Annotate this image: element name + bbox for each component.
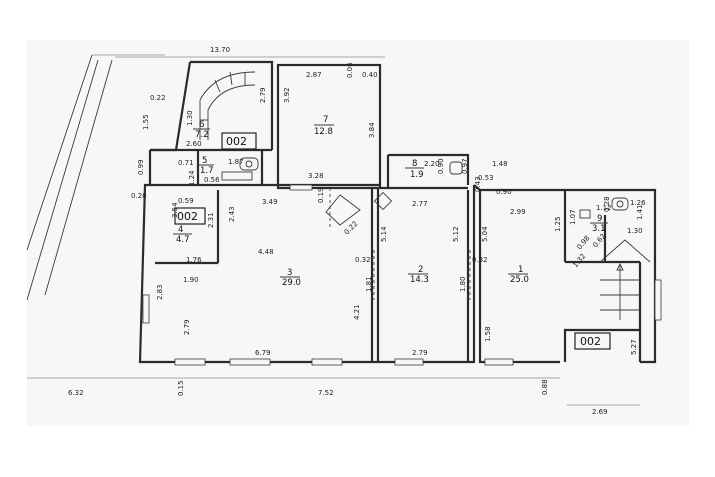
room-area: 14.3	[410, 275, 429, 285]
left-boundary-lines	[26, 54, 165, 301]
dim-label: 1.41	[636, 204, 644, 220]
dim-label: 1.24	[188, 170, 196, 186]
dim-label: 0.43	[474, 176, 482, 192]
dim-bottom-left: 6.32	[68, 389, 84, 397]
dim-label: 5.12	[452, 226, 460, 242]
dim-label: 1.48	[492, 160, 508, 168]
outer-walls	[138, 60, 657, 364]
dim-label: 0.19	[317, 187, 325, 203]
dim-label: 5.27	[630, 339, 638, 355]
room-area: 25.0	[510, 275, 529, 285]
windows	[142, 184, 662, 366]
dim-label: 0.22	[150, 94, 166, 102]
room-area: 7.2	[195, 130, 209, 140]
room-number: 9	[597, 214, 602, 224]
room-area: 4.7	[176, 235, 190, 245]
dim-label: 0.40	[362, 71, 378, 79]
openings	[329, 188, 471, 300]
dim-label: 0.59	[178, 197, 194, 205]
dim-label: 1.58	[484, 326, 492, 342]
dim-label: 0.20	[131, 192, 147, 200]
dim-label: 2.60	[186, 140, 202, 148]
code-label: 002	[177, 210, 198, 223]
dim-label: 2.20	[424, 160, 440, 168]
dim-bottom-small: 0.15	[177, 380, 185, 396]
dim-label: 1.87	[228, 158, 244, 166]
dim-bottom-overall: 7.52	[318, 389, 334, 397]
dim-label: 1.55	[142, 114, 150, 130]
dim-label: 0.06	[346, 62, 354, 78]
room-area: 1.7	[200, 166, 214, 176]
dim-label: 1.12	[596, 204, 612, 212]
dim-label: 1.81	[365, 276, 373, 292]
dim-label: 0.90	[437, 158, 445, 174]
dim-label: 4.21	[353, 304, 361, 320]
dim-label: 0.32	[472, 256, 488, 264]
room-number: 2	[418, 265, 423, 275]
room-number: 3	[287, 268, 292, 278]
stair-right	[599, 239, 651, 320]
dim-label: 0.56	[204, 176, 220, 184]
dim-label: 3.92	[283, 87, 291, 103]
paper-sheet	[27, 40, 689, 426]
stair-left	[199, 71, 256, 140]
dim-label: 0.28	[603, 196, 611, 212]
dim-label: 1.26	[630, 199, 646, 207]
dim-label: 3.28	[308, 172, 324, 180]
dim-label: 1.25	[554, 216, 562, 232]
room-number: 6	[199, 120, 204, 130]
room-number: 4	[178, 225, 183, 235]
room-labels: 7 12.8 6 7.2 5 1.7 4 4.7 3 29.0 8 1.9 2 …	[173, 115, 608, 288]
dim-label: 2.83	[156, 284, 164, 300]
dim-top-overall: 13.70	[210, 46, 230, 54]
dim-label: 0.53	[478, 174, 494, 182]
room-number: 1	[518, 265, 523, 275]
dim-right-small: 0.88	[541, 379, 549, 395]
top-dimension: 13.70	[115, 46, 385, 58]
dim-bottom-right: 2.69	[592, 408, 608, 416]
dim-label: 2.79	[259, 87, 267, 103]
dim-label: 0.32	[355, 256, 371, 264]
dim-label: 4.48	[258, 248, 274, 256]
dim-label: 2.77	[412, 200, 428, 208]
dim-label: 2.87	[306, 71, 322, 79]
room-number: 5	[202, 156, 207, 166]
dim-label: 0.71	[178, 159, 194, 167]
dim-label: 1.90	[183, 276, 199, 284]
room-area: 1.9	[410, 170, 424, 180]
bottom-dimension: 6.32 7.52 0.15 0.88 2.69	[27, 377, 640, 416]
dim-label: 2.31	[207, 212, 215, 228]
code-labels: 002 002 002	[174, 132, 611, 350]
dim-label: 1.76	[186, 256, 202, 264]
dim-label: 2.79	[412, 349, 428, 357]
room-area: 3.1	[592, 224, 606, 234]
dim-label: 6.79	[255, 349, 271, 357]
dim-label: 3.54	[171, 202, 179, 218]
dim-label: 1.80	[459, 276, 467, 292]
dim-label: 2.79	[183, 319, 191, 335]
dim-label: 0.97	[461, 158, 469, 174]
fixtures	[221, 157, 629, 226]
dim-label: 3.49	[262, 198, 278, 206]
dim-label: 2.43	[228, 206, 236, 222]
dim-label: 5.04	[481, 226, 489, 242]
room-number: 7	[323, 115, 328, 125]
room-area: 29.0	[282, 278, 301, 288]
room-area: 12.8	[314, 127, 333, 137]
room-number: 8	[412, 159, 417, 169]
dim-label: 1.30	[186, 110, 194, 126]
dim-label: 1.07	[569, 209, 577, 225]
dim-label: 1.30	[627, 227, 643, 235]
code-label: 002	[580, 335, 601, 348]
dim-label: 0.90	[496, 188, 512, 196]
dim-label: 0.99	[137, 159, 145, 175]
dim-label: 2.99	[510, 208, 526, 216]
dim-label: 5.14	[380, 226, 388, 242]
dim-label: 3.84	[368, 122, 376, 138]
code-label: 002	[226, 135, 247, 148]
